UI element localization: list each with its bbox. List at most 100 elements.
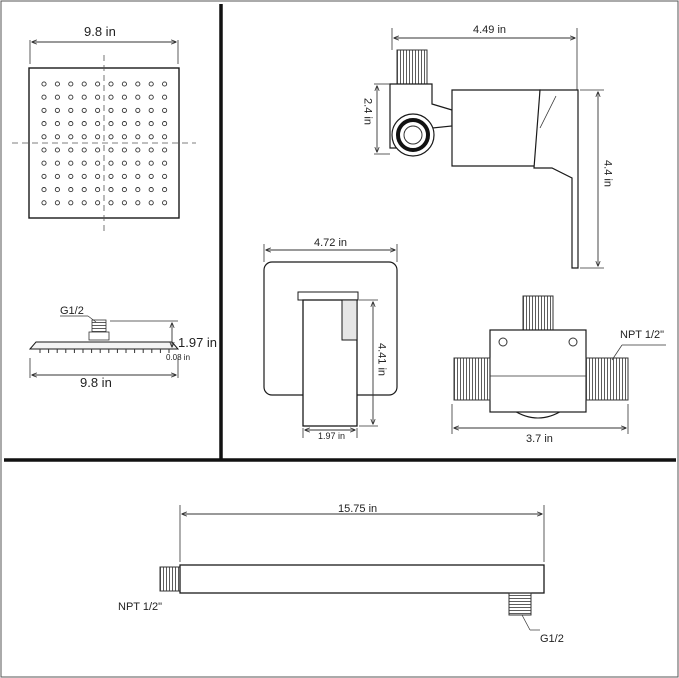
nozzle	[108, 187, 114, 193]
nozzle	[148, 94, 154, 100]
nozzle	[108, 107, 114, 113]
nozzle	[162, 147, 168, 153]
label-valve-total-height: 4.4 in	[601, 160, 614, 187]
nozzle	[68, 160, 74, 166]
nozzle	[135, 134, 141, 140]
nozzle	[108, 134, 114, 140]
nozzle	[81, 94, 87, 100]
nozzle	[162, 134, 168, 140]
nozzle	[162, 200, 168, 206]
nozzle	[121, 200, 127, 206]
nozzle	[135, 173, 141, 179]
valve-right-thread	[585, 357, 629, 401]
shower-head-top-view	[12, 40, 196, 232]
label-plate-height: 4.41 in	[375, 342, 388, 377]
leader-g12-arm	[521, 614, 531, 631]
label-plate-depth: 1.97 in	[318, 431, 346, 441]
nozzle	[95, 107, 101, 113]
nozzle	[54, 94, 60, 100]
nozzle	[81, 107, 87, 113]
nozzle	[81, 200, 87, 206]
valve-side-view	[374, 28, 604, 269]
nozzle	[81, 81, 87, 87]
nozzle	[135, 200, 141, 206]
nozzle	[121, 147, 127, 153]
nozzle	[54, 121, 60, 127]
valve-body-front-view	[451, 295, 666, 434]
nozzle	[135, 81, 141, 87]
nozzle	[68, 94, 74, 100]
mount-hole-right	[568, 337, 578, 347]
nozzle	[162, 121, 168, 127]
arm-inlet-thread	[159, 566, 181, 592]
nozzle	[41, 187, 47, 193]
nozzle	[68, 81, 74, 87]
label-head-thickness: 0.08 in	[166, 353, 191, 362]
nozzle	[41, 121, 47, 127]
label-valve-width: 4.49 in	[473, 24, 507, 36]
leader-g12-head	[87, 315, 97, 323]
nozzle	[162, 94, 168, 100]
arm-tube	[179, 564, 545, 594]
trim-plate-view	[263, 244, 398, 438]
nozzle	[81, 160, 87, 166]
nozzle	[68, 187, 74, 193]
shower-arm-view	[159, 505, 545, 631]
arm-outlet-thread	[508, 592, 532, 616]
nozzle	[108, 81, 114, 87]
nozzle	[68, 134, 74, 140]
label-head-connector: G1/2	[60, 305, 84, 317]
nozzle	[135, 187, 141, 193]
mount-hole-left	[498, 337, 508, 347]
nozzle	[54, 107, 60, 113]
nozzle	[54, 187, 60, 193]
nozzle	[95, 173, 101, 179]
label-head-width-side: 9.8 in	[80, 375, 112, 390]
nozzle	[162, 187, 168, 193]
nozzle	[135, 107, 141, 113]
nozzle	[41, 160, 47, 166]
label-arm-length: 15.75 in	[338, 503, 378, 515]
nozzle	[95, 134, 101, 140]
label-valve-thread: NPT 1/2"	[620, 329, 665, 341]
label-arm-inlet-thread: NPT 1/2"	[118, 601, 163, 613]
nozzle	[162, 107, 168, 113]
label-valve-body-length: 3.7 in	[526, 433, 553, 445]
nozzle	[54, 147, 60, 153]
nozzle	[95, 187, 101, 193]
nozzle	[54, 160, 60, 166]
nozzle	[81, 173, 87, 179]
head-connector-nut	[91, 319, 107, 333]
nozzle	[121, 160, 127, 166]
nozzle	[95, 160, 101, 166]
nozzle-grid	[41, 81, 168, 206]
nozzle	[148, 187, 154, 193]
nozzle	[41, 134, 47, 140]
nozzle	[68, 173, 74, 179]
nozzle	[121, 94, 127, 100]
nozzle	[95, 200, 101, 206]
nozzle	[81, 187, 87, 193]
nozzle	[68, 121, 74, 127]
nozzle	[135, 147, 141, 153]
nozzle	[121, 121, 127, 127]
nozzle	[135, 94, 141, 100]
nozzle	[148, 147, 154, 153]
valve-inlet-thread	[396, 49, 428, 85]
head-plate-profile	[28, 341, 180, 350]
label-head-height: 1.97 in	[178, 335, 218, 350]
nozzle	[108, 147, 114, 153]
nozzle	[121, 187, 127, 193]
nozzle	[162, 173, 168, 179]
nozzle	[148, 173, 154, 179]
label-arm-outlet-thread: G1/2	[540, 633, 564, 645]
label-valve-inlet-height: 2.4 in	[361, 98, 374, 125]
nozzle	[108, 94, 114, 100]
nozzle	[121, 134, 127, 140]
nozzle	[121, 107, 127, 113]
nozzle	[95, 94, 101, 100]
label-head-width-top: 9.8 in	[84, 24, 116, 39]
nozzle	[95, 147, 101, 153]
